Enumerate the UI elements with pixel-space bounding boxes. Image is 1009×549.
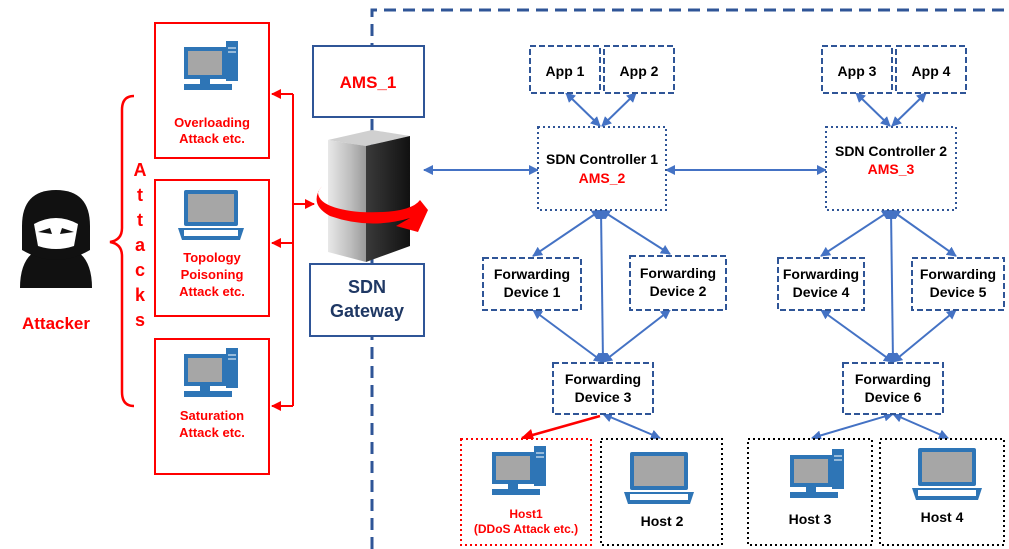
sdn-gateway-box: SDN Gateway — [309, 263, 425, 337]
desktop-computer-icon — [492, 446, 546, 495]
attacks-letter: s — [135, 310, 145, 330]
attacks-letter: c — [135, 260, 145, 280]
attack-box-topology-poisoning: Topology Poisoning Attack etc. — [154, 179, 270, 317]
forwarding-device-label: Forwarding — [494, 266, 570, 282]
attacker-label: Attacker — [22, 314, 90, 333]
attack-box-label: Overloading — [174, 115, 250, 130]
host-label: Host 2 — [641, 513, 684, 529]
forwarding-device-label: Forwarding — [640, 265, 716, 281]
forwarding-device-label: Device 1 — [504, 284, 561, 300]
desktop-computer-icon — [184, 348, 238, 397]
attack-box-saturation: Saturation Attack etc. — [154, 338, 270, 475]
attack-box-label: Poisoning — [181, 267, 244, 282]
forwarding-device-1-box: Forwarding Device 1 — [482, 257, 582, 311]
desktop-computer-icon — [184, 41, 238, 90]
attack-box-label: Attack etc. — [179, 131, 245, 146]
network-links — [423, 92, 957, 441]
forwarding-device-label: Forwarding — [920, 266, 996, 282]
host-label: Host 4 — [921, 509, 964, 525]
forwarding-device-3-box: Forwarding Device 3 — [552, 362, 654, 415]
controller-ams: AMS_2 — [579, 170, 626, 186]
ams-1-box: AMS_1 — [312, 45, 425, 118]
host-2-box: Host 2 — [600, 438, 723, 546]
app-label: App 1 — [546, 63, 585, 79]
host-4-box: Host 4 — [879, 438, 1005, 546]
desktop-computer-icon — [790, 449, 844, 498]
attacker-icon — [20, 190, 92, 288]
controller-name: SDN Controller 1 — [546, 151, 658, 167]
host-1-box: Host1 (DDoS Attack etc.) — [460, 438, 592, 546]
forwarding-device-4-box: Forwarding Device 4 — [777, 257, 865, 311]
laptop-icon — [624, 452, 694, 504]
attacks-letter: t — [137, 185, 143, 205]
attack-arrows — [271, 89, 315, 411]
forwarding-device-label: Device 2 — [650, 283, 707, 299]
attacks-letter: a — [135, 235, 146, 255]
app-label: App 4 — [912, 63, 951, 79]
attack-box-label: Topology — [183, 250, 241, 265]
attacks-vertical-label: A t t a c k s — [134, 160, 147, 330]
attack-box-label: Attack etc. — [179, 425, 245, 440]
host-label: Host1 — [509, 507, 543, 521]
attacks-letter: k — [135, 285, 146, 305]
forwarding-device-2-box: Forwarding Device 2 — [629, 255, 727, 311]
attack-box-overloading: Overloading Attack etc. — [154, 22, 270, 159]
controller-ams: AMS_3 — [868, 161, 915, 177]
app-3-box: App 3 — [821, 45, 893, 94]
attack-box-label: Attack etc. — [179, 284, 245, 299]
gateway-label: SDN — [348, 277, 386, 297]
attacks-letter: A — [134, 160, 147, 180]
laptop-icon — [912, 448, 982, 500]
forwarding-device-5-box: Forwarding Device 5 — [911, 257, 1005, 311]
attacks-brace — [109, 94, 135, 408]
gateway-label: Gateway — [330, 301, 404, 321]
host-3-box: Host 3 — [747, 438, 873, 546]
ddos-attack-arrow — [520, 414, 601, 441]
forwarding-device-label: Forwarding — [783, 266, 859, 282]
forwarding-device-label: Device 5 — [930, 284, 987, 300]
server-tower-icon — [316, 130, 428, 262]
forwarding-device-label: Device 4 — [793, 284, 850, 300]
app-1-box: App 1 — [529, 45, 601, 94]
host-label: (DDoS Attack etc.) — [474, 522, 578, 536]
ams-1-label: AMS_1 — [340, 73, 397, 92]
forwarding-device-label: Device 3 — [575, 389, 632, 405]
host-label: Host 3 — [789, 511, 832, 527]
app-label: App 2 — [620, 63, 659, 79]
forwarding-device-6-box: Forwarding Device 6 — [842, 362, 944, 415]
forwarding-device-label: Forwarding — [565, 371, 641, 387]
app-2-box: App 2 — [603, 45, 675, 94]
laptop-icon — [178, 190, 244, 240]
forwarding-device-label: Forwarding — [855, 371, 931, 387]
sdn-controller-2-box: SDN Controller 2 AMS_3 — [825, 126, 957, 211]
controller-name: SDN Controller 2 — [835, 143, 947, 159]
forwarding-device-label: Device 6 — [865, 389, 922, 405]
sdn-controller-1-box: SDN Controller 1 AMS_2 — [537, 126, 667, 211]
attack-box-label: Saturation — [180, 408, 244, 423]
app-label: App 3 — [838, 63, 877, 79]
app-4-box: App 4 — [895, 45, 967, 94]
sdn-network-region — [370, 8, 1009, 549]
attacks-letter: t — [137, 210, 143, 230]
